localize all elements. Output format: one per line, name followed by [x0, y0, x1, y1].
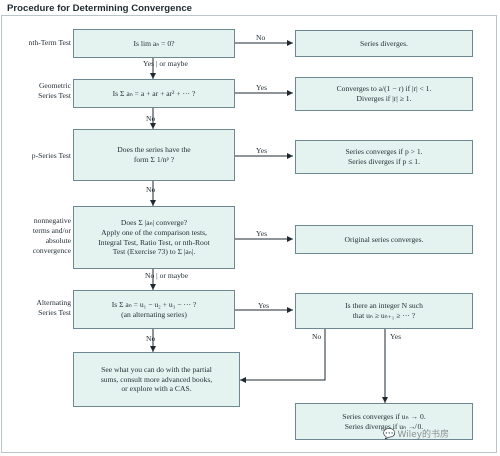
- edge-label-p-series-yes: Yes: [256, 146, 268, 155]
- edge-label-absolute-yes: Yes: [256, 229, 268, 238]
- edge-label-check-no: No: [312, 332, 322, 341]
- edge-label-geometric-yes: Yes: [256, 83, 268, 92]
- row-label-nth-term: nth-Term Test: [28, 38, 71, 47]
- edge-label-absolute-no-or-maybe: No | or maybe: [145, 271, 189, 280]
- edge-label-alternating-yes: Yes: [258, 301, 270, 310]
- box-geometric-question: Is Σ aₙ = a + ar + ar² + ··· ?: [73, 79, 235, 108]
- watermark: 💬Wiley的书房: [383, 429, 450, 440]
- edge-label-alternating-no: No: [146, 334, 156, 343]
- box-nth-result: Series diverges.: [295, 30, 473, 57]
- row-label-alternating: Alternating Series Test: [36, 298, 71, 317]
- edge-label-geometric-no: No: [146, 114, 156, 123]
- box-p-series-result: Series converges if p > 1. Series diverg…: [295, 140, 473, 174]
- box-alternating-question: Is Σ aₙ = u₁ − u₂ + u₃ − ··· ? (an alter…: [73, 290, 235, 329]
- box-absolute-result: Original series converges.: [295, 225, 473, 254]
- row-label-p-series: p-Series Test: [31, 151, 71, 160]
- box-alternating-result: Series converges if uₙ → 0. Series diver…: [295, 403, 473, 440]
- edge-label-nth-yes-or-maybe: Yes | or maybe: [143, 59, 188, 68]
- page-title: Procedure for Determining Convergence: [7, 3, 192, 14]
- chat-bubble-icon: 💬: [383, 429, 396, 440]
- edge-label-nth-no: No: [256, 33, 266, 42]
- row-label-absolute: nonnegative terms and/or absolute conver…: [32, 216, 71, 255]
- box-nth-question: Is lim aₙ = 0?: [73, 29, 235, 58]
- box-alternating-check: Is there an integer N such that uₙ ≥ uₙ₊…: [295, 293, 473, 329]
- box-geometric-result: Converges to a/(1 − r) if |r| < 1. Diver…: [295, 77, 473, 111]
- box-absolute-question: Does Σ |aₙ| converge? Apply one of the c…: [73, 206, 235, 269]
- edge-label-check-yes: Yes: [390, 332, 402, 341]
- box-p-series-question: Does the series have the form Σ 1/nᵖ ?: [73, 129, 235, 181]
- row-label-geometric: Geometric Series Test: [38, 81, 71, 100]
- box-fallback: See what you can do with the partial sum…: [73, 352, 240, 407]
- edge-label-p-series-no: No: [146, 185, 156, 194]
